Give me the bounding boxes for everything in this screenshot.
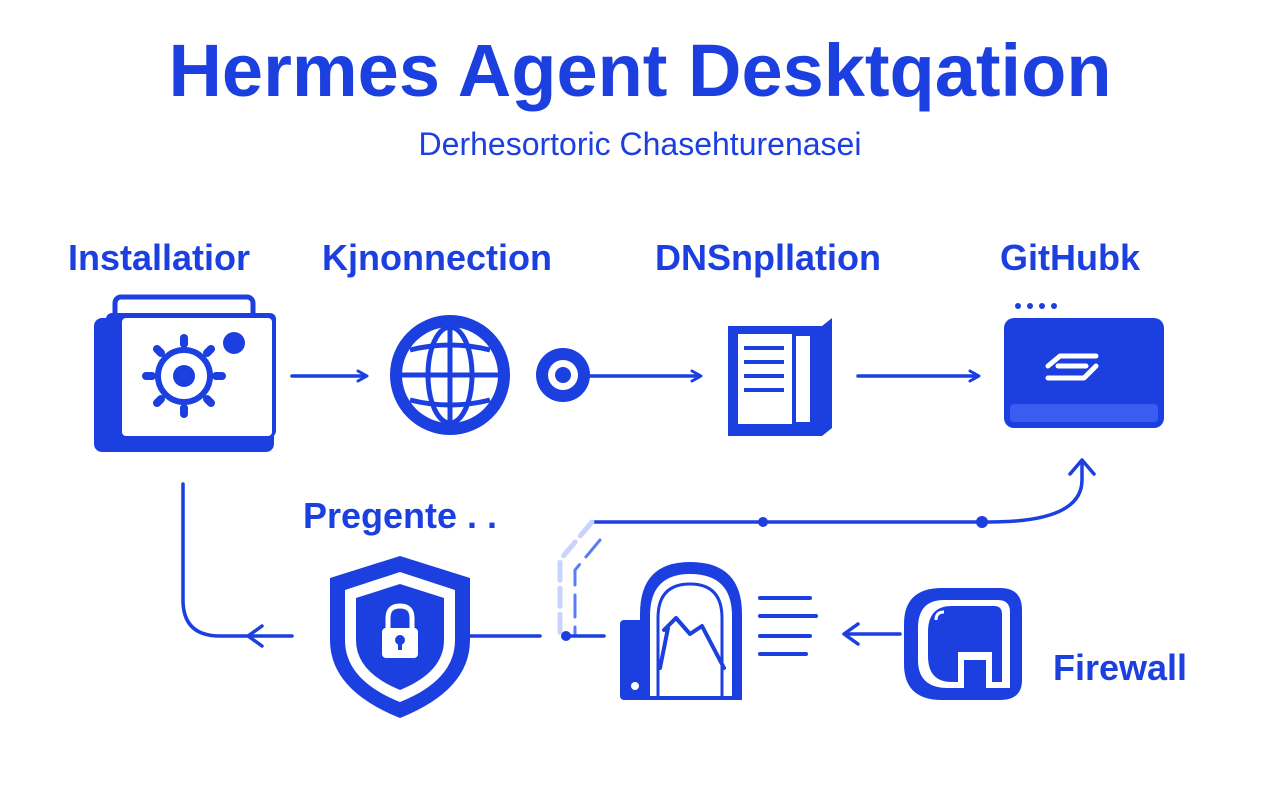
diagram-subtitle: Derhesortoric Chasehturenasei	[418, 126, 862, 162]
lock-icon	[382, 603, 418, 658]
installation-icon	[94, 294, 276, 452]
globe-icon	[390, 315, 590, 435]
label-pregente: Pregente . .	[303, 495, 498, 536]
firewall-icon	[904, 588, 1022, 700]
label-github: GitHubk	[1000, 237, 1140, 278]
label-connection: Kjnonnection	[322, 237, 552, 278]
label-installation: Installatior	[68, 237, 251, 278]
label-firewall: Firewall	[1053, 647, 1188, 688]
gear-icon	[142, 334, 226, 418]
document-icon	[728, 318, 832, 436]
terminal-icon	[1004, 303, 1164, 428]
router-icon	[620, 562, 818, 700]
shield-icon	[330, 556, 470, 718]
label-dns: DNSnpllation	[655, 237, 881, 278]
diagram-title: Hermes Agent Desktqation	[168, 29, 1112, 112]
